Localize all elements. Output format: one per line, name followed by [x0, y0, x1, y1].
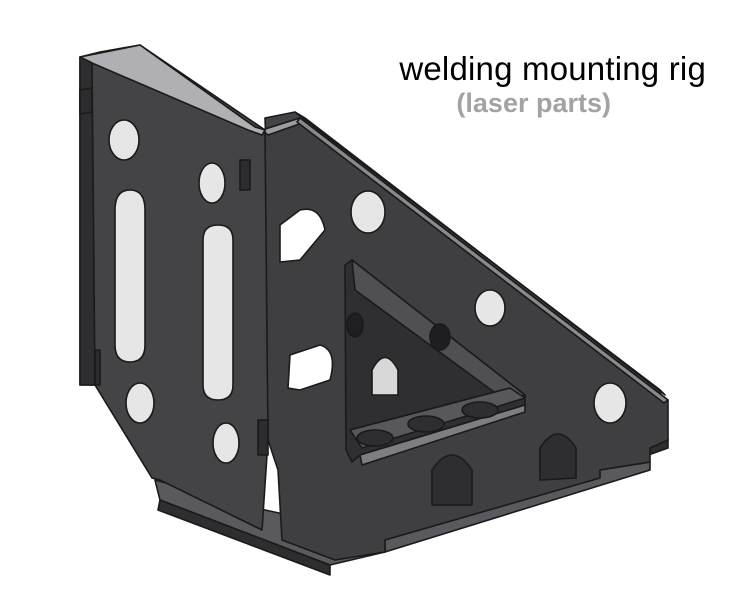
right-side-plate [261, 117, 669, 561]
title: welding mounting rig [399, 50, 706, 87]
left-vertical-plate [79, 44, 269, 531]
caption: welding mounting rig (laser parts) [399, 50, 706, 119]
subtitle: (laser parts) [456, 88, 611, 118]
